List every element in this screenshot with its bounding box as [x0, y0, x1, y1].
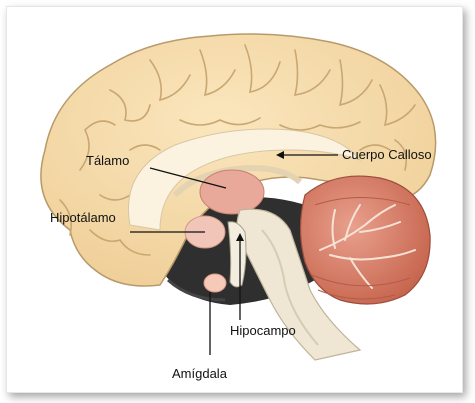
amygdala [204, 274, 226, 292]
label-thalamus: Tálamo [86, 153, 129, 168]
cerebellum [301, 176, 431, 304]
label-amygdala: Amígdala [172, 366, 228, 381]
label-hypothalamus: Hipotálamo [50, 210, 116, 225]
label-hippocampus: Hipocampo [230, 323, 296, 338]
hippocampus [228, 222, 246, 287]
label-corpus-callosum: Cuerpo Calloso [342, 147, 432, 162]
thalamus [200, 170, 264, 214]
